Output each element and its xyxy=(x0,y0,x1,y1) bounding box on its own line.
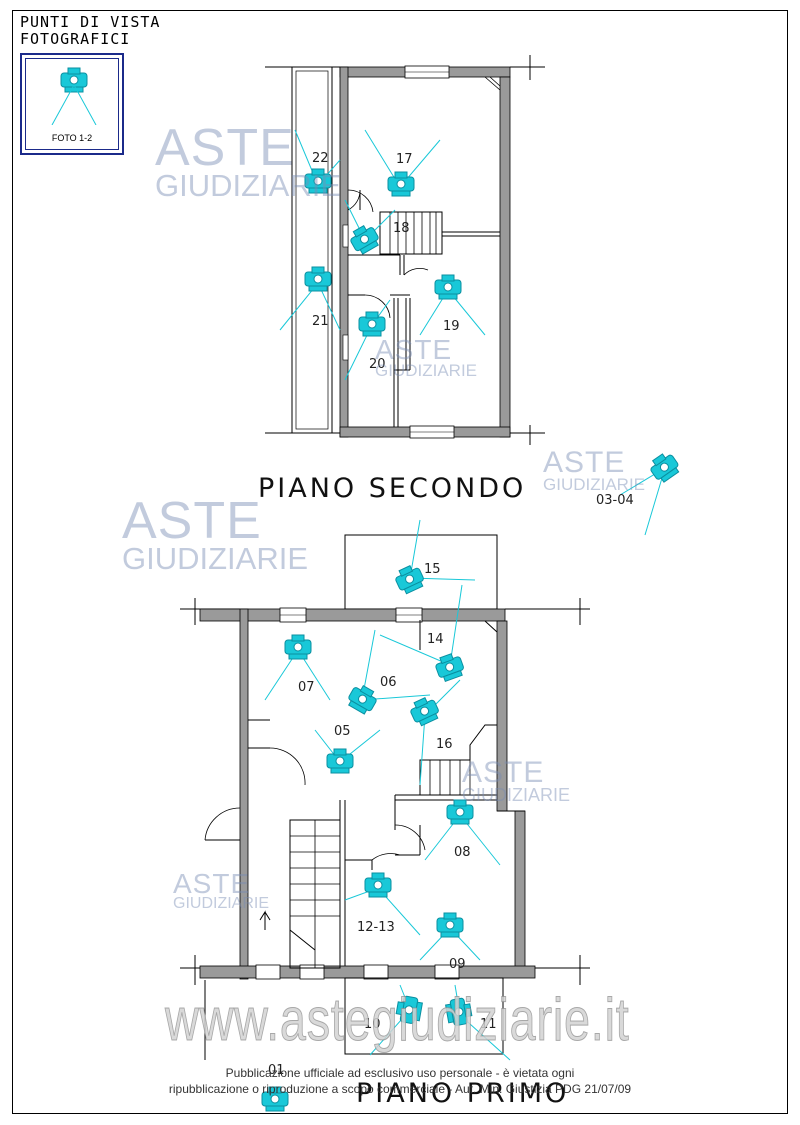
label-05: 05 xyxy=(334,724,351,739)
camera-icon xyxy=(435,653,464,683)
camera-icon xyxy=(395,565,424,595)
label-18: 18 xyxy=(393,221,410,236)
camera-icon xyxy=(446,799,474,825)
camera-icon xyxy=(304,168,332,194)
label-10: 10 xyxy=(364,1017,381,1032)
label-14: 14 xyxy=(427,632,444,647)
camera-icon xyxy=(445,997,473,1026)
label-20: 20 xyxy=(369,357,386,372)
camera-sight-lines xyxy=(264,129,666,1061)
watermark-notice-line-2: ripubblicazione o riproduzione a scopo c… xyxy=(168,1082,632,1096)
label-15: 15 xyxy=(424,562,441,577)
camera-markers xyxy=(261,168,680,1112)
label-17: 17 xyxy=(396,152,413,167)
first-floor-plan xyxy=(180,534,590,1060)
camera-icon xyxy=(387,171,415,197)
label-16: 16 xyxy=(436,737,453,752)
camera-icon xyxy=(261,1086,289,1112)
camera-icon xyxy=(348,685,377,715)
camera-icon xyxy=(284,634,312,660)
legend-box-inner xyxy=(25,58,119,150)
legend-camera-icon xyxy=(51,67,97,125)
drawing-sheet-border xyxy=(12,10,788,1114)
label-19: 19 xyxy=(443,319,460,334)
watermark-notice-line-1: Pubblicazione ufficiale ad esclusivo uso… xyxy=(225,1066,575,1080)
camera-icon xyxy=(326,748,354,774)
label-11: 11 xyxy=(480,1017,497,1032)
legend-title: PUNTI DI VISTA FOTOGRAFICI xyxy=(20,13,161,48)
camera-icon xyxy=(436,912,464,938)
camera-icon xyxy=(364,872,392,898)
label-21: 21 xyxy=(312,314,329,329)
camera-icon xyxy=(410,697,439,727)
camera-icon xyxy=(358,311,386,337)
camera-icon xyxy=(434,274,462,300)
label-07: 07 xyxy=(298,680,315,695)
camera-icon xyxy=(60,67,88,93)
second-floor-plan xyxy=(265,55,545,445)
label-12-13: 12-13 xyxy=(357,920,395,935)
label-22: 22 xyxy=(312,151,329,166)
label-08: 08 xyxy=(454,845,471,860)
camera-icon xyxy=(304,266,332,292)
legend-box-label: FOTO 1-2 xyxy=(51,133,93,143)
second-floor-title: PIANO SECONDO xyxy=(258,473,526,504)
watermark-url: www.astegiudiziarie.it xyxy=(165,986,630,1054)
label-03-04: 03-04 xyxy=(596,493,634,508)
camera-icon xyxy=(350,225,379,255)
label-06: 06 xyxy=(380,675,397,690)
label-09: 09 xyxy=(449,957,466,972)
camera-icon xyxy=(395,995,423,1024)
camera-icon xyxy=(650,453,680,483)
label-01: 01 xyxy=(268,1063,285,1078)
first-floor-title: PIANO PRIMO xyxy=(356,1078,569,1109)
legend-box: FOTO 1-2 xyxy=(20,53,124,155)
